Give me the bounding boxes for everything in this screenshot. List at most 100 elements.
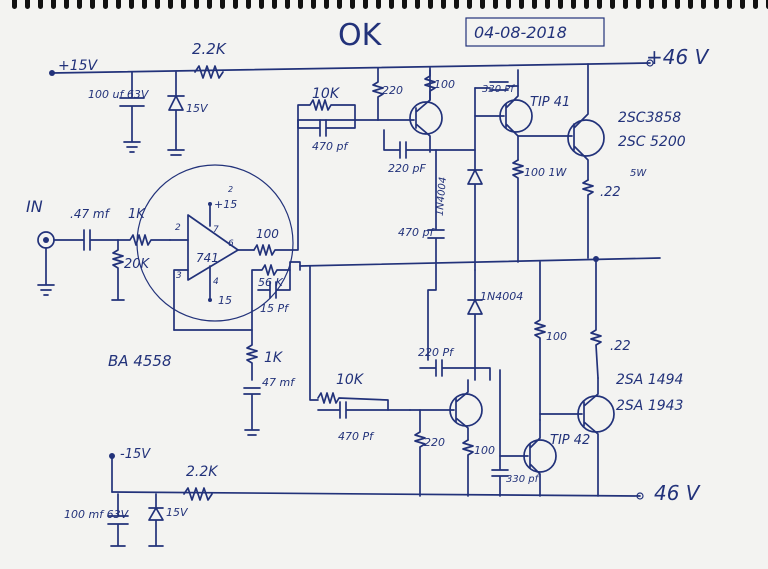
label-vplus: +15 — [214, 198, 237, 211]
label-opamp-out-r: 100 — [256, 227, 279, 241]
binding-hole — [168, 0, 173, 9]
binding-hole — [493, 0, 498, 9]
resistor-re-top — [582, 179, 594, 259]
label-vas-top-coll: 100 — [434, 78, 455, 91]
resistor-vas-bot-emit — [414, 409, 426, 497]
label-bias-d2: 1N4004 — [480, 290, 523, 303]
resistor-psu-top — [194, 65, 224, 79]
label-input-cap: .47 mf — [70, 207, 111, 221]
capacitor-psu-top — [119, 71, 145, 153]
binding-hole — [77, 0, 82, 9]
binding-hole — [740, 0, 745, 9]
transistor-vas-bottom — [409, 379, 483, 441]
binding-hole — [649, 0, 654, 9]
binding-hole — [623, 0, 628, 9]
label-vas-top-mill: 220 pF — [388, 162, 426, 175]
binding-hole — [428, 0, 433, 9]
zener-psu-top — [167, 71, 185, 156]
transistor-pnp-output — [539, 377, 615, 497]
binding-hole — [675, 0, 680, 9]
binding-hole — [701, 0, 706, 9]
label-psu-top-r: 2.2K — [192, 40, 227, 58]
opamp-circle — [136, 164, 294, 322]
binding-hole — [181, 0, 186, 9]
label-vas-bot-r: 10K — [336, 372, 365, 388]
label-r-low: 100 — [546, 330, 567, 343]
transistor-vas-top — [377, 69, 443, 153]
binding-hole — [441, 0, 446, 9]
label-tip41: TIP 41 — [530, 95, 570, 110]
binding-hole — [597, 0, 602, 9]
input-resistor-series — [117, 234, 171, 246]
binding-hole — [753, 0, 758, 9]
binding-hole — [25, 0, 30, 9]
label-pnp-b: 2SA 1943 — [616, 398, 683, 414]
label-vminus: 15 — [218, 294, 232, 307]
binding-hole — [207, 0, 212, 9]
binding-hole — [38, 0, 43, 9]
positive-rail — [49, 59, 654, 76]
label-fb-cgnd: 47 mf — [262, 376, 296, 389]
binding-hole — [545, 0, 550, 9]
label-pin6: 6 — [228, 239, 234, 249]
input-jack — [37, 231, 55, 296]
label-c-pnp: 330 pf — [506, 474, 540, 485]
resistor-opamp-out — [253, 119, 379, 256]
label-vas-top-r: 10K — [312, 86, 341, 102]
binding-hole — [103, 0, 108, 9]
label-pos15: +15V — [58, 58, 99, 74]
binding-hole — [220, 0, 225, 9]
date-text: 04-08-2018 — [474, 23, 567, 42]
label-vas-bot-coll: 100 — [474, 444, 495, 457]
binding-hole — [402, 0, 407, 9]
label-npn-b: 2SC 5200 — [618, 134, 686, 150]
label-pos46: +46 V — [646, 45, 710, 69]
label-input-shunt: 20K — [124, 257, 151, 272]
feedback-network — [173, 261, 301, 436]
zener-psu-bottom — [148, 493, 164, 547]
label-neg15: -15V — [120, 447, 151, 462]
label-vas-bot-mill: 220 Pf — [418, 346, 455, 359]
binding-hole — [389, 0, 394, 9]
label-pin-top: 2 — [228, 185, 233, 194]
title-ok: OK — [338, 18, 383, 53]
resistor-vas-bot-coll — [462, 439, 474, 497]
label-re-top-w: 5W — [630, 168, 647, 179]
label-pin2: 2 — [175, 223, 181, 233]
binding-hole — [285, 0, 290, 9]
label-vas-top-c: 470 pf — [312, 140, 349, 153]
binding-hole — [298, 0, 303, 9]
binding-hole — [662, 0, 667, 9]
binding-hole — [51, 0, 56, 9]
binding-hole — [610, 0, 615, 9]
input-resistor-shunt — [111, 239, 125, 301]
binding-hole — [519, 0, 524, 9]
label-fb-c: 15 Pf — [260, 302, 290, 315]
label-opamp: 741 — [196, 251, 219, 265]
binding-hole — [142, 0, 147, 9]
label-bias-d1: 1N4004 — [435, 176, 449, 216]
label-psu-top-cap: 100 uf 63V — [88, 88, 150, 101]
label-vas-bot-c: 470 Pf — [338, 430, 375, 443]
label-pin3: 3 — [176, 271, 182, 281]
resistor-driver-low — [534, 261, 546, 421]
binding-hole — [376, 0, 381, 9]
label-psu-bot-r: 2.2K — [186, 464, 219, 480]
label-vas-top-emit: 220 — [382, 84, 403, 97]
label-in: IN — [26, 197, 43, 216]
label-tip42: TIP 42 — [550, 433, 590, 448]
label-psu-bot-zener: 15V — [166, 506, 189, 519]
label-re-top: .22 — [600, 185, 621, 200]
label-re-bottom: .22 — [610, 339, 631, 354]
binding-hole — [350, 0, 355, 9]
label-fb-rgnd: 1K — [264, 350, 284, 366]
binding-hole — [90, 0, 95, 9]
label-c-npn: 330 Pf — [482, 84, 515, 95]
binding-hole — [506, 0, 511, 9]
resistor-vas-top-coll — [424, 67, 436, 101]
binding-hole — [259, 0, 264, 9]
label-r-mid: 100 1W — [524, 166, 567, 179]
binding-hole — [233, 0, 238, 9]
negative-rail — [109, 453, 644, 500]
